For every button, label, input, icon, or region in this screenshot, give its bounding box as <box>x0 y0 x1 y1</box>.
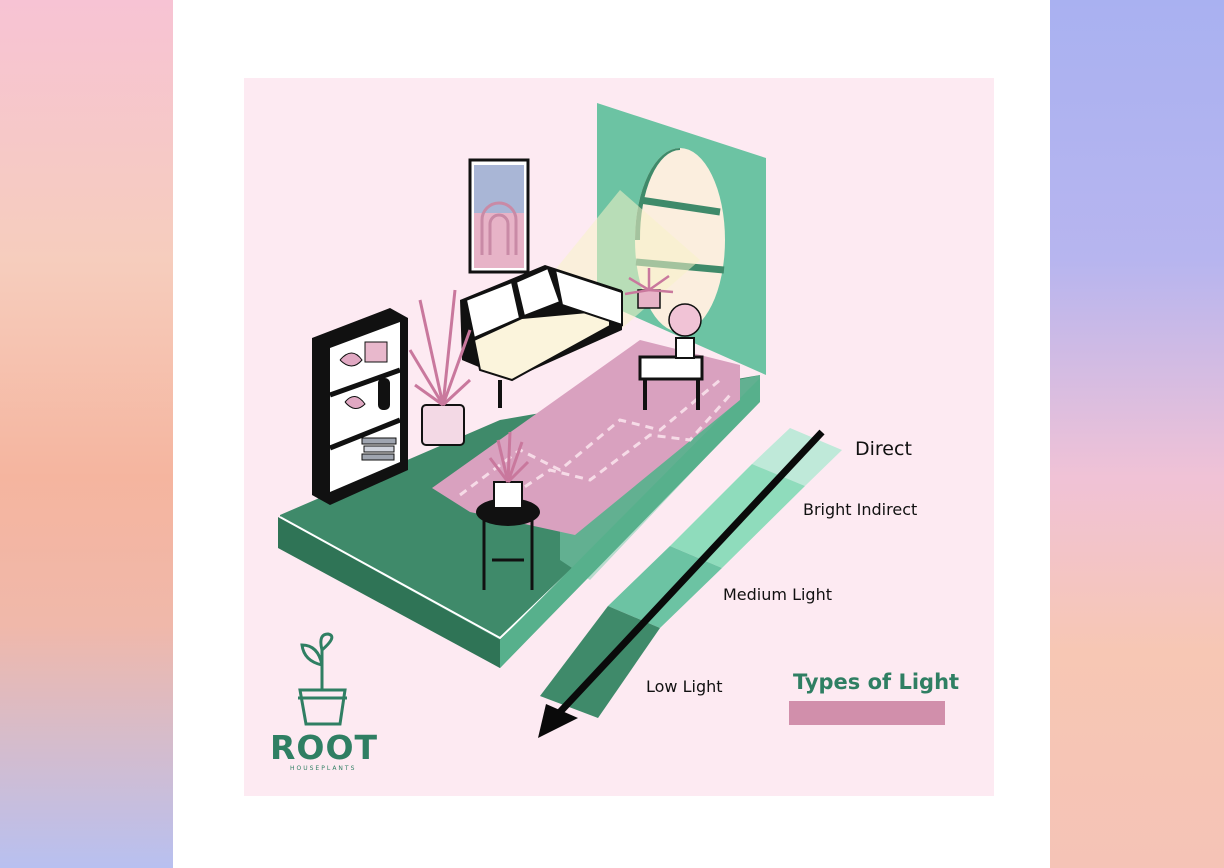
floor-front-edge <box>278 517 500 668</box>
logo-tagline: HOUSEPLANTS <box>290 765 357 772</box>
floor-plant-pot <box>421 404 465 446</box>
light-scale-arrow-head <box>538 704 578 738</box>
label-medium-light: Medium Light <box>723 585 832 604</box>
round-table-pot <box>493 481 523 509</box>
logo-plant-icon <box>298 632 347 726</box>
side-table <box>638 355 704 381</box>
window-plant-pot <box>637 289 661 309</box>
background-gradient-left <box>0 0 173 868</box>
floor-plant-leaves <box>408 289 472 407</box>
round-table-plant-leaves <box>488 431 530 484</box>
light-scale-arrow-shaft <box>557 429 825 715</box>
logo-wordmark: ROOT <box>270 728 379 767</box>
table-plant-pot <box>675 337 695 359</box>
label-low-light: Low Light <box>646 677 723 696</box>
background-gradient-right <box>1050 0 1224 868</box>
floor-right-edge <box>500 378 760 668</box>
light-scale-bright-indirect <box>670 464 805 568</box>
title-underline-bar <box>789 701 945 725</box>
label-bright-indirect: Bright Indirect <box>803 500 918 519</box>
round-table <box>476 498 540 526</box>
diagram-title: Types of Light <box>793 670 960 694</box>
label-direct: Direct <box>855 438 912 460</box>
